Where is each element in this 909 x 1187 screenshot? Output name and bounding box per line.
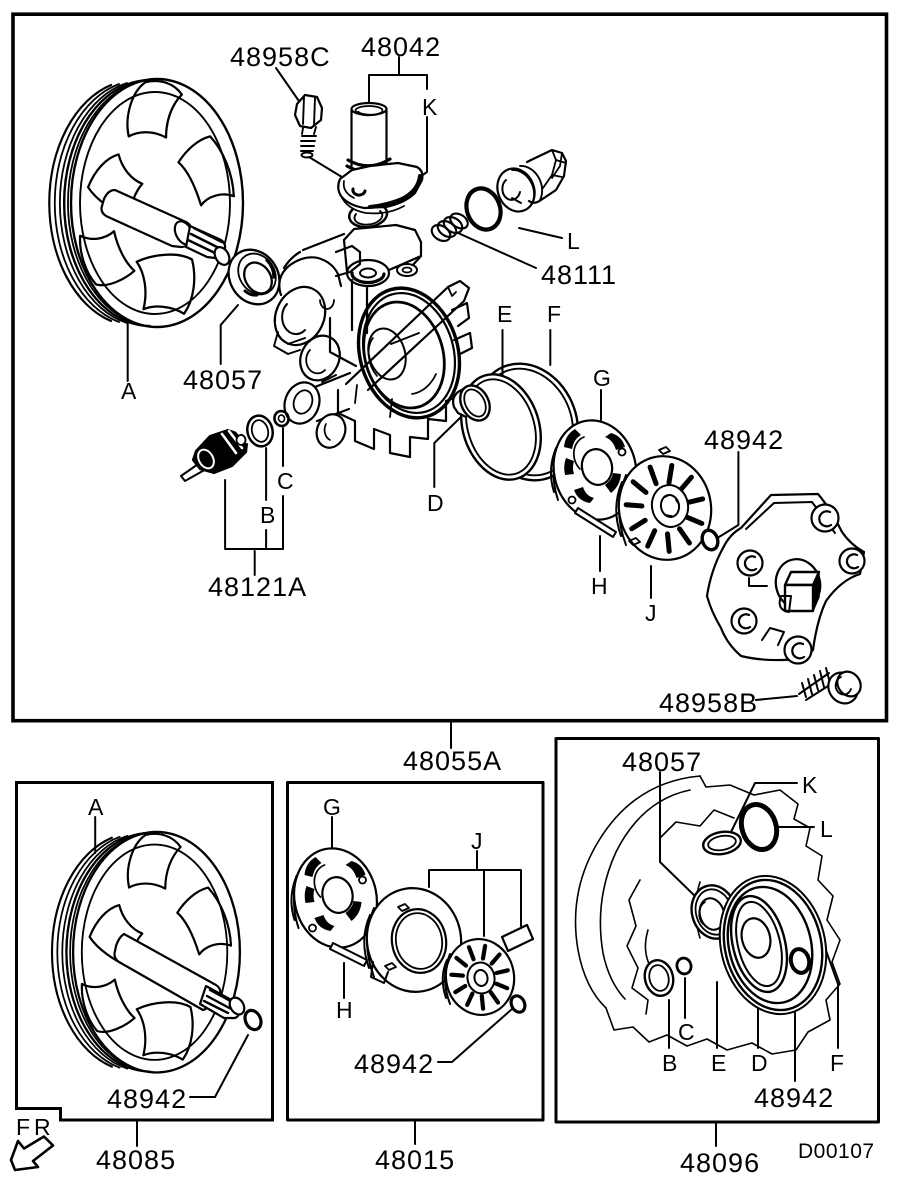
svg-text:48055A: 48055A — [403, 746, 502, 776]
svg-text:48096: 48096 — [680, 1148, 760, 1178]
svg-text:K: K — [422, 94, 438, 120]
svg-text:48015: 48015 — [375, 1145, 455, 1175]
svg-text:A: A — [121, 378, 137, 404]
svg-text:H: H — [591, 573, 608, 599]
svg-text:D: D — [427, 490, 444, 516]
svg-text:FR: FR — [16, 1114, 55, 1140]
svg-text:G: G — [593, 365, 611, 391]
svg-text:J: J — [471, 828, 483, 854]
svg-text:48085: 48085 — [96, 1145, 176, 1175]
svg-text:48942: 48942 — [354, 1049, 434, 1079]
svg-text:F: F — [830, 1050, 844, 1076]
svg-text:48121A: 48121A — [208, 572, 307, 602]
svg-text:D00107: D00107 — [798, 1140, 875, 1163]
svg-text:48942: 48942 — [107, 1084, 187, 1114]
svg-text:C: C — [678, 1019, 695, 1045]
svg-text:L: L — [820, 816, 833, 842]
svg-text:48958B: 48958B — [659, 688, 758, 718]
svg-text:C: C — [277, 468, 294, 494]
svg-text:48057: 48057 — [622, 747, 702, 777]
svg-text:F: F — [547, 301, 561, 327]
svg-text:48111: 48111 — [541, 260, 617, 290]
svg-text:J: J — [645, 600, 657, 626]
svg-text:G: G — [323, 794, 341, 820]
svg-text:D: D — [751, 1050, 768, 1076]
svg-text:B: B — [662, 1050, 677, 1076]
svg-text:E: E — [497, 301, 512, 327]
svg-text:K: K — [802, 772, 818, 798]
svg-text:H: H — [336, 997, 353, 1023]
svg-text:48958C: 48958C — [230, 42, 331, 72]
svg-text:48942: 48942 — [704, 425, 784, 455]
svg-text:L: L — [567, 228, 580, 254]
svg-text:A: A — [88, 794, 104, 820]
svg-text:48942: 48942 — [754, 1083, 834, 1113]
svg-text:B: B — [260, 502, 275, 528]
svg-text:48057: 48057 — [183, 365, 263, 395]
svg-text:E: E — [711, 1050, 726, 1076]
svg-text:48042: 48042 — [361, 32, 441, 62]
